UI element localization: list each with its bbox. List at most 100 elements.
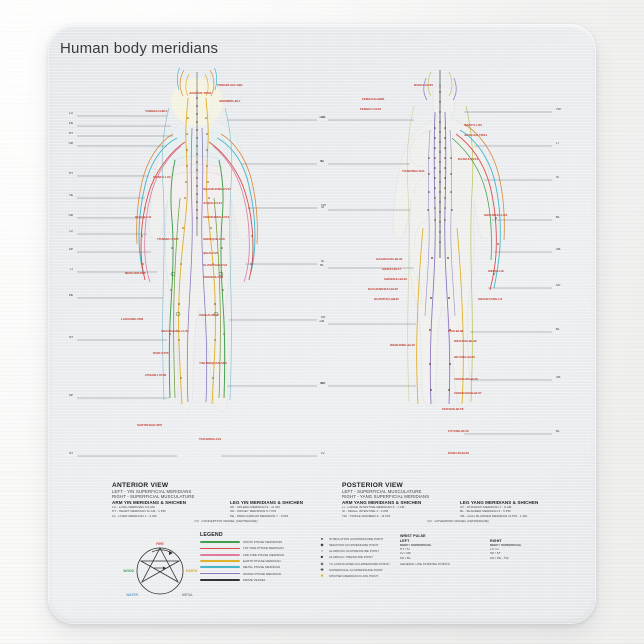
wrist-pulse-right-row: LU / LI bbox=[490, 546, 500, 551]
svg-text:FUXI-BL38: FUXI-BL38 bbox=[448, 329, 464, 333]
legend-line-label: METAL PHASE MERIDIAN bbox=[243, 565, 281, 570]
posterior-view-sub2: RIGHT - YANG SUPERFICIAL MERIDIANS bbox=[342, 494, 430, 499]
legend-swatch-metal bbox=[200, 566, 240, 569]
anterior-arm-head: ARM YIN MERIDIANS & SHICHEN bbox=[112, 500, 187, 505]
anterior-arm-item: LV - LIVER MERIDIAN 1 - 3 AM bbox=[112, 513, 157, 518]
mousepad[interactable] bbox=[48, 24, 596, 624]
shichen-note: SHICHEN (DAILY 12 HOUR VITAL ENERGY FLOW… bbox=[232, 608, 452, 614]
svg-text:SHOUWULI-LI13: SHOUWULI-LI13 bbox=[484, 213, 508, 217]
legend-line-row: WOOD PHASE MERIDIANS bbox=[200, 540, 310, 545]
svg-text:TIANSHU-ST25: TIANSHU-ST25 bbox=[157, 237, 179, 241]
svg-text:QUCHI-LI11: QUCHI-LI11 bbox=[135, 215, 152, 219]
legend-symbol-row: ✸ SHICHEN MERIDIAN FLOW POINT bbox=[318, 574, 438, 579]
svg-text:SP: SP bbox=[69, 247, 73, 251]
wrist-pulse-left-row: KD / BL bbox=[400, 555, 411, 560]
svg-text:JIAOSUN-TW20: JIAOSUN-TW20 bbox=[189, 91, 212, 95]
svg-text:GESHU-BL17: GESHU-BL17 bbox=[382, 267, 401, 271]
svg-text:GB: GB bbox=[556, 375, 560, 379]
figures-area: LU KD HT GB HT TE GB LV SP LI PE ST SP S… bbox=[60, 68, 584, 488]
anterior-arm-item: LU - LUNG MERIDIAN 3-5 AM bbox=[112, 505, 155, 509]
wrist-pulse-left-head: LEFT bbox=[400, 538, 410, 543]
pentagram-label-metal: METAL bbox=[182, 593, 193, 597]
svg-text:SI: SI bbox=[556, 175, 559, 179]
stimulation-point-icon: ● bbox=[320, 535, 324, 541]
posterior-view-sub1: LEFT - SUPERFICIAL MUSCULATURE bbox=[342, 489, 422, 494]
svg-text:YANGBAI-GB14: YANGBAI-GB14 bbox=[145, 109, 168, 113]
svg-text:SI: SI bbox=[321, 205, 324, 209]
svg-text:GB: GB bbox=[69, 141, 73, 145]
svg-text:SP: SP bbox=[69, 393, 73, 397]
svg-text:LI: LI bbox=[556, 141, 559, 145]
legend-symbol-label: SHICHEN MERIDIAN FLOW POINT bbox=[329, 574, 379, 579]
anatomy-diagram: LU KD HT GB HT TE GB LV SP LI PE ST SP S… bbox=[69, 68, 561, 457]
posterior-arm-item: LI - LARGE INTESTINE MERIDIAN 5 - 7 AM bbox=[342, 505, 405, 509]
legend-swatch-fire2 bbox=[200, 553, 240, 556]
svg-text:FENGCHI-GB20: FENGCHI-GB20 bbox=[362, 97, 385, 101]
legend-swatch-earth bbox=[200, 560, 240, 562]
superficial-point-icon: ✚ bbox=[320, 567, 324, 572]
svg-text:ZHONGWAN-CV12: ZHONGWAN-CV12 bbox=[203, 215, 230, 219]
legend-line-label: PRIME VESSEL bbox=[243, 577, 266, 582]
svg-text:SANYINJIAO-SP6: SANYINJIAO-SP6 bbox=[137, 423, 162, 427]
posterior-leg-item: ST - STOMACH MERIDIAN 7 - 9 AM bbox=[460, 505, 512, 509]
svg-text:CHENGJIN-BL56: CHENGJIN-BL56 bbox=[454, 377, 478, 381]
svg-text:HT: HT bbox=[69, 171, 73, 175]
legend-line-row: PRIME VESSEL bbox=[200, 577, 310, 582]
meridian-chart: LU KD HT GB HT TE GB LV SP LI PE ST SP S… bbox=[60, 30, 584, 614]
alarm-mu-point-icon: ○ bbox=[320, 548, 324, 554]
svg-text:TE: TE bbox=[69, 193, 73, 197]
svg-text:GB: GB bbox=[321, 381, 325, 385]
svg-text:ZUSANLI-ST36: ZUSANLI-ST36 bbox=[145, 373, 167, 377]
wrist-pulse-right-sub: DEEP / SUPERFICIAL bbox=[490, 542, 522, 547]
posterior-view-title: POSTERIOR VIEW bbox=[342, 482, 404, 489]
posterior-arm-head: ARM YANG MERIDIANS & SHICHEN bbox=[342, 500, 422, 505]
svg-text:WEIYANG-BL39: WEIYANG-BL39 bbox=[454, 339, 477, 343]
posterior-leg-item: GB - GALL BLADDER MERIDIAN 11 PM - 1 AM bbox=[460, 513, 528, 518]
svg-text:LV: LV bbox=[321, 451, 325, 455]
svg-text:NEIGUAN-PE6: NEIGUAN-PE6 bbox=[125, 271, 146, 275]
svg-text:HEYANG-BL55: HEYANG-BL55 bbox=[454, 355, 475, 359]
svg-text:TW: TW bbox=[321, 203, 326, 207]
legend-block: LEGEND WOOD PHASE MERIDIANS 1ST FIRE PHA… bbox=[200, 532, 310, 583]
anterior-arm-item: HT - HEART MERIDIAN 11 AM - 1 PM bbox=[112, 509, 166, 514]
anterior-view-info: ANTERIOR VIEW LEFT - YIN SUPERFICIAL MER… bbox=[112, 482, 340, 523]
posterior-leg-item: BL - BLADDER MERIDIAN 3 - 5 PM bbox=[460, 509, 511, 514]
svg-text:GUANYUAN-CV4: GUANYUAN-CV4 bbox=[203, 263, 228, 267]
svg-text:KD: KD bbox=[321, 315, 326, 319]
posterior-view-info: POSTERIOR VIEW LEFT - SUPERFICIAL MUSCUL… bbox=[342, 482, 574, 523]
anterior-leg-head: LEG YIN MERIDIANS & SHICHEN bbox=[230, 500, 304, 505]
svg-text:WEIQU-LI8: WEIQU-LI8 bbox=[488, 269, 504, 273]
legend-line-label: 1ST FIRE PHASE MERIDIAN bbox=[243, 546, 284, 551]
wrist-pulse-right-head: RIGHT bbox=[490, 538, 502, 543]
legend-line-row: METAL PHASE MERIDIAN bbox=[200, 565, 310, 570]
svg-text:SHANZHONG-CV17: SHANZHONG-CV17 bbox=[203, 187, 231, 191]
wrist-pulse-footer: GENERAL USE STRIKING POINTS bbox=[400, 562, 450, 567]
legend-line-label: WATER PHASE MERIDIAN bbox=[243, 571, 281, 576]
svg-text:LI: LI bbox=[70, 267, 73, 271]
legend-symbol-label: SUPERFICIAL ACUPRESSURE POINT bbox=[329, 568, 383, 572]
svg-text:FENGFU-GV16: FENGFU-GV16 bbox=[360, 107, 381, 111]
svg-text:GV: GV bbox=[320, 115, 325, 119]
legend-line-label: 2ND FIRE PHASE MERIDIAN bbox=[243, 552, 285, 557]
svg-text:KUNLUN-BL60: KUNLUN-BL60 bbox=[448, 451, 469, 455]
legend-symbol-label: YU (ASSOCIATED ACUPRESSURE POINT) bbox=[329, 561, 390, 566]
svg-text:JIANLIAO-TW14: JIANLIAO-TW14 bbox=[464, 133, 487, 137]
posterior-leg-head: LEG YANG MERIDIANS & SHICHEN bbox=[460, 500, 539, 505]
legend-symbol-row: ◈ YU (ASSOCIATED ACUPRESSURE POINT) bbox=[318, 561, 438, 566]
svg-text:JINGMING-BL1: JINGMING-BL1 bbox=[219, 99, 241, 103]
anterior-leg-item: PE - PERICARDIUM MERIDIAN 7 - 9 PM bbox=[230, 513, 289, 518]
legend-line-row: 1ST FIRE PHASE MERIDIAN bbox=[200, 546, 310, 551]
pentagram-diagram: FIRE EARTH METAL WATER WOOD bbox=[123, 542, 198, 597]
legend-symbol-row: ◆ SEDATION ACUPRESSURE POINT bbox=[318, 542, 438, 547]
svg-text:FEIYANG-BL58: FEIYANG-BL58 bbox=[442, 407, 464, 411]
svg-text:SHAOSHANG-LU11: SHAOSHANG-LU11 bbox=[161, 329, 189, 333]
svg-text:ST: ST bbox=[69, 451, 73, 455]
svg-text:DAZHUI-GV14: DAZHUI-GV14 bbox=[458, 157, 478, 161]
svg-text:LV: LV bbox=[69, 229, 73, 233]
svg-text:BL: BL bbox=[320, 263, 324, 267]
shichen-flow-point-icon: ✸ bbox=[320, 573, 324, 579]
legend-symbols-block: ● STIMULATION ACUPRESSURE POINT ◆ SEDATI… bbox=[318, 536, 438, 580]
yu-associated-point-icon: ◈ bbox=[320, 560, 324, 566]
posterior-arm-item: TW - TRIPLE WARMER 9 - 11 PM bbox=[342, 513, 391, 518]
